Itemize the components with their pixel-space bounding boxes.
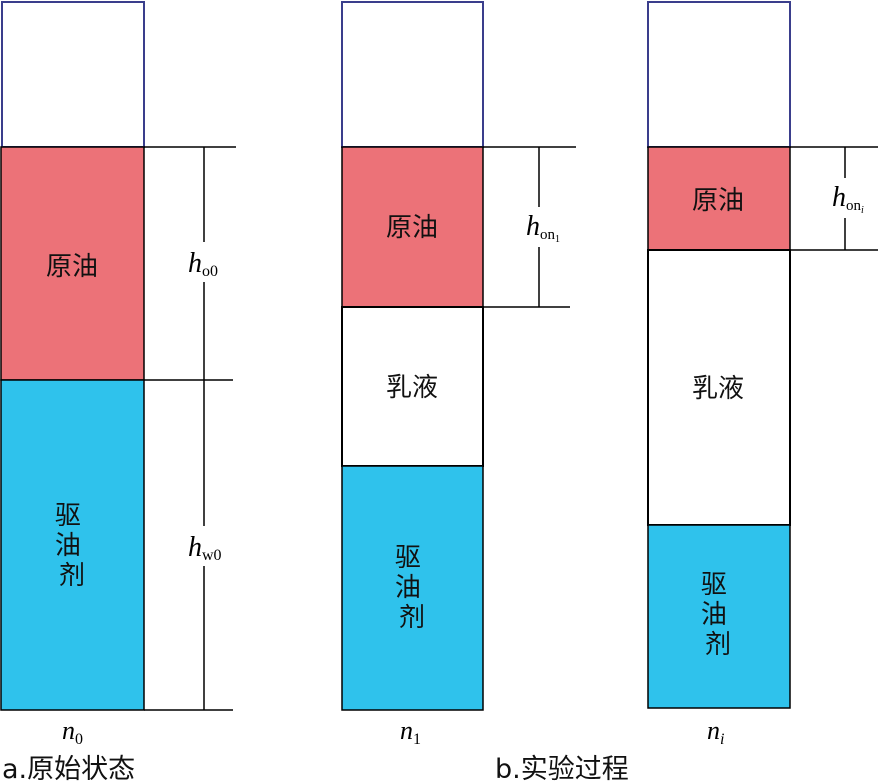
dimension-n0	[144, 146, 236, 711]
dim-label-h-w0: hw0	[188, 532, 222, 564]
tube-n1-agent-layer	[341, 465, 484, 711]
tube-label-n1: n1	[400, 716, 421, 748]
tube-n0-oil-layer	[0, 146, 145, 381]
tube-ni-emulsion-label: 乳液	[692, 374, 744, 404]
tube-ni-emulsion-layer	[647, 249, 791, 526]
tube-n1-oil-label: 原油	[386, 213, 438, 243]
tube-n0-empty-section	[1, 1, 145, 148]
tube-ni-empty-section	[647, 1, 791, 148]
agent-char: 驱	[395, 543, 421, 573]
tube-label-ni: ni	[707, 716, 724, 748]
tube-n0: 原油 驱 油 剂	[0, 1, 145, 711]
tube-n0-agent-layer	[0, 379, 145, 711]
agent-char: 油	[55, 531, 81, 561]
tube-n1-empty-section	[341, 1, 484, 148]
agent-char: 剂	[705, 630, 731, 660]
tube-ni-oil-layer	[647, 146, 791, 251]
dim-label-h-o0: ho0	[188, 248, 218, 280]
agent-char: 油	[701, 600, 727, 630]
caption-b: b.实验过程	[495, 754, 629, 784]
tube-label-n0: n0	[62, 716, 83, 748]
agent-char: 剂	[399, 603, 425, 633]
dim-label-h-oni: honi	[832, 182, 864, 216]
tube-ni-agent-layer	[647, 524, 791, 709]
agent-char: 油	[395, 573, 421, 603]
agent-char: 剂	[59, 561, 85, 591]
tube-n1-emulsion-layer	[341, 306, 484, 467]
tube-n1-agent-label: 驱 油 剂	[395, 543, 429, 633]
tube-n1: 原油 乳液 驱 油 剂	[341, 1, 484, 711]
dim-label-h-on1: hon1	[526, 211, 560, 245]
tube-n1-emulsion-label: 乳液	[386, 373, 438, 403]
agent-char: 驱	[701, 570, 727, 600]
tube-n0-oil-label: 原油	[46, 252, 98, 282]
tube-ni-agent-label: 驱 油 剂	[701, 570, 735, 660]
tube-ni: 原油 乳液 驱 油 剂	[647, 1, 791, 709]
caption-a: a.原始状态	[2, 754, 135, 784]
tube-n0-agent-label: 驱 油 剂	[55, 501, 89, 591]
tube-n1-oil-layer	[341, 146, 484, 308]
tube-ni-oil-label: 原油	[692, 186, 744, 216]
agent-char: 驱	[55, 501, 81, 531]
